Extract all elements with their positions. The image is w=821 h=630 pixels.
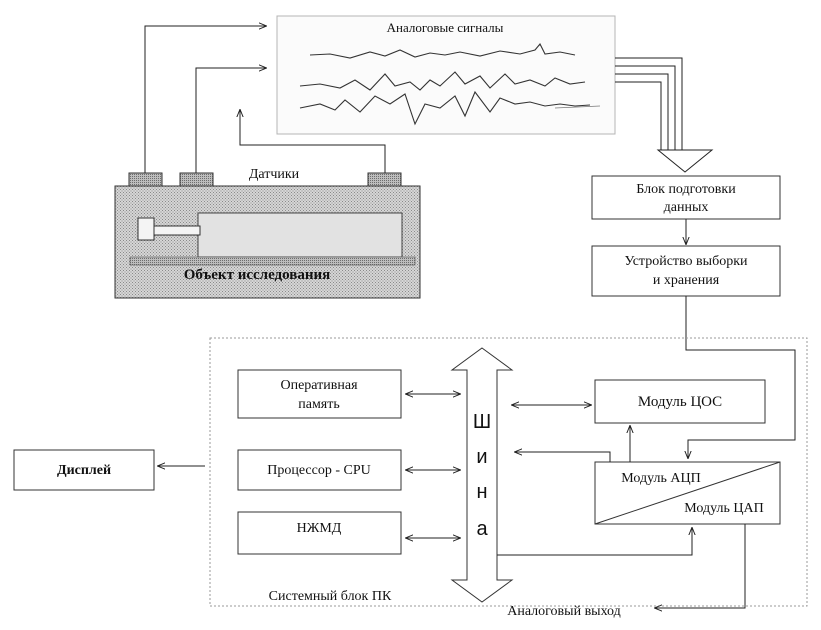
- object-status-strip: [129, 256, 416, 266]
- dac-module-label: Модуль ЦАП: [684, 501, 763, 516]
- sensor-1: [128, 172, 163, 187]
- object-display-window: [197, 212, 403, 258]
- sensor-2: [179, 172, 214, 187]
- analog-signals-title: Аналоговые сигналы: [387, 20, 504, 35]
- dsp-module-label: Модуль ЦОС: [638, 394, 722, 410]
- signal-bundle: [615, 57, 714, 173]
- hdd-label: НЖМД: [297, 521, 342, 536]
- signal-waveform-1: [309, 43, 576, 59]
- display-label: Дисплей: [57, 463, 111, 478]
- data-preparation-block: Блок подготовки данных: [591, 175, 781, 220]
- object-actuator: [137, 217, 155, 241]
- analog-output-label: Аналоговый выход: [507, 604, 621, 619]
- bus-letter-3: н: [476, 481, 487, 503]
- signal-waveform-2: [299, 71, 586, 91]
- ram-block: Оперативная память: [237, 369, 402, 419]
- sample-hold-line1: Устройство выборки: [624, 254, 748, 269]
- sh-to-adc-line: [686, 296, 796, 458]
- cpu-label: Процессор - CPU: [267, 463, 371, 478]
- hdd-block: НЖМД: [237, 511, 402, 555]
- data-prep-line2: данных: [664, 200, 709, 215]
- adc-to-bus-arrow: [515, 452, 611, 462]
- dac-analog-output-line: [655, 524, 746, 608]
- sensors-label: Датчики: [249, 167, 300, 182]
- bus-links-left: [406, 394, 460, 538]
- system-bus: Ш и н а: [450, 347, 514, 603]
- bus-to-dac-arrow: [497, 528, 692, 556]
- pc-system-unit-label: Системный блок ПК: [269, 589, 392, 604]
- analog-signals-panel: Аналоговые сигналы: [276, 15, 616, 135]
- dsp-module-block: Модуль ЦОС: [594, 379, 766, 424]
- bus-letter-2: и: [476, 446, 487, 468]
- ram-line2: память: [298, 397, 340, 412]
- cpu-block: Процессор - CPU: [237, 449, 402, 491]
- bus-letter-1: Ш: [473, 411, 491, 433]
- adc-module-label: Модуль АЦП: [621, 471, 700, 486]
- data-prep-line1: Блок подготовки: [636, 182, 736, 197]
- sensor-signal-lines: [144, 26, 386, 173]
- ram-line1: Оперативная: [280, 378, 358, 393]
- display-block: Дисплей: [13, 449, 155, 491]
- bus-letter-4: а: [476, 518, 488, 540]
- signal-waveform-3: [299, 90, 591, 126]
- sample-hold-line2: и хранения: [653, 273, 720, 288]
- research-object-label: Объект исследования: [184, 267, 331, 283]
- sample-hold-block: Устройство выборки и хранения: [591, 245, 781, 297]
- adc-dac-module-block: Модуль АЦП Модуль ЦАП: [594, 461, 781, 525]
- sensor-3: [367, 172, 402, 187]
- pc-system-unit-frame: [209, 337, 808, 607]
- research-object: Объект исследования Датчики: [114, 167, 421, 299]
